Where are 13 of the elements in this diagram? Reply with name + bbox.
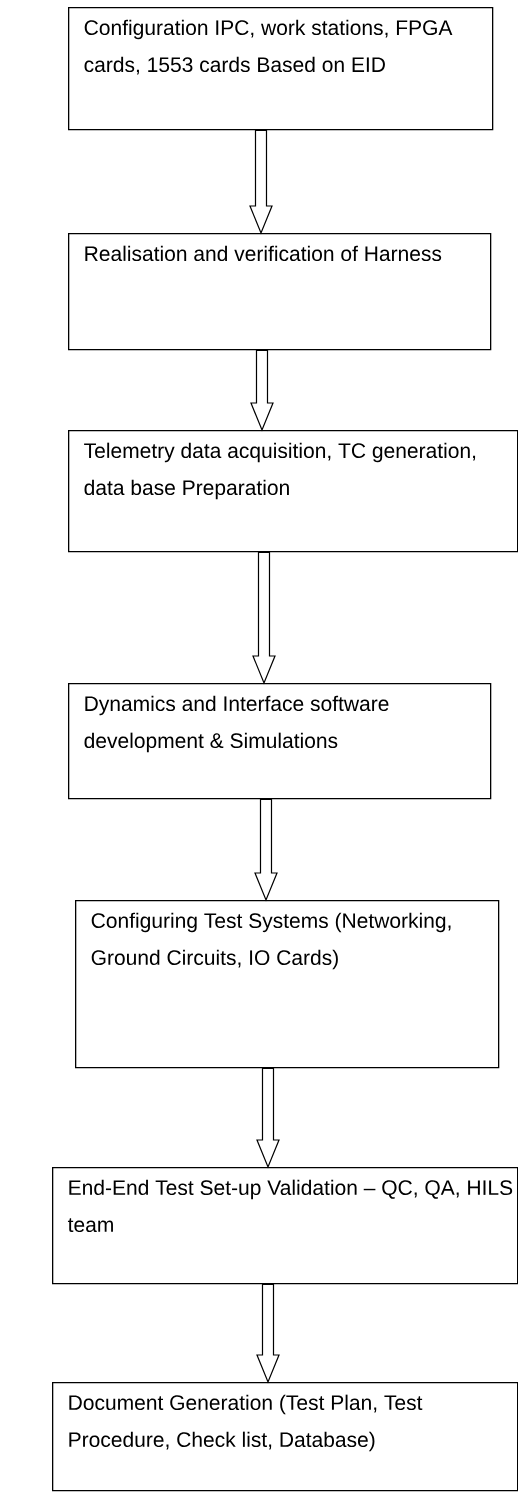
block-arrow xyxy=(256,1067,280,1169)
process-box: Configuring Test Systems (Networking, Ground Circuits, IO Cards) xyxy=(75,900,500,1069)
block-arrow xyxy=(252,551,276,685)
block-arrow xyxy=(249,129,273,235)
process-box: Telemetry data acquisition, TC generation, data base Preparation xyxy=(68,430,518,553)
process-box: Document Generation (Test Plan, Test Procedure, Check list, Database) xyxy=(52,1382,518,1492)
process-box: Dynamics and Interface software development & Simulations xyxy=(68,683,492,800)
process-box: Configuration IPC, work stations, FPGA cards, 1553 cards Based on EID xyxy=(68,7,494,131)
process-box: End-End Test Set-up Validation – QC, QA, HILS team xyxy=(52,1167,518,1285)
block-arrow xyxy=(250,349,274,432)
process-box: Realisation and verification of Harness xyxy=(68,233,492,351)
block-arrow xyxy=(254,798,278,902)
block-arrow xyxy=(256,1283,280,1384)
